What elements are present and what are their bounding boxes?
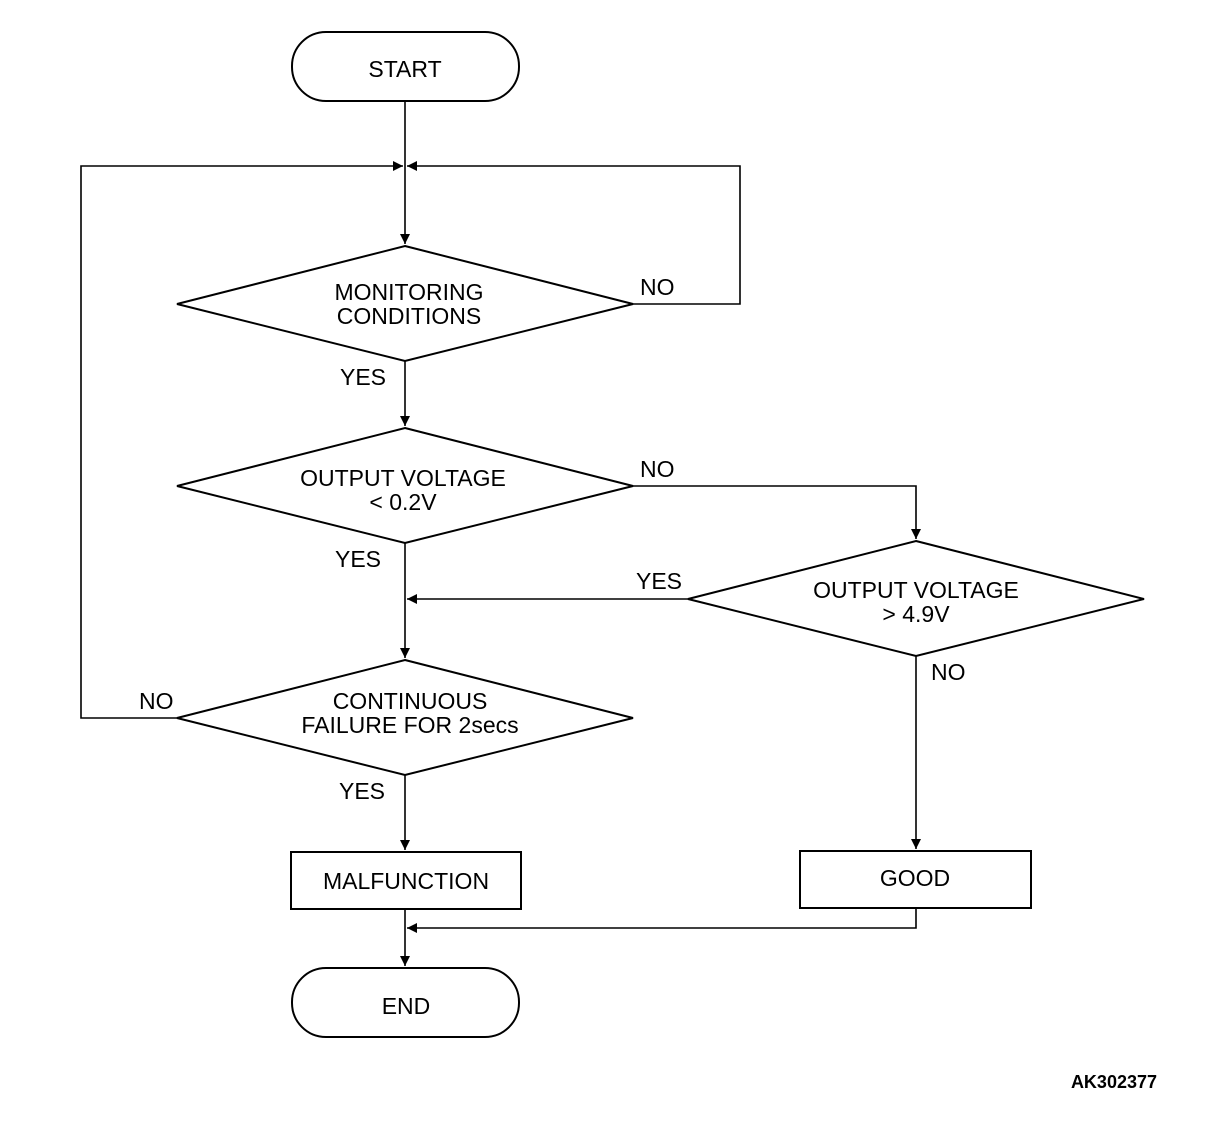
monitoring-yes-label: YES: [340, 364, 386, 390]
start-label: START: [368, 56, 441, 82]
continuous-no-loop-arrow: [80, 161, 403, 719]
output-low-no-label: NO: [640, 456, 675, 482]
monitoring-no-loop-arrow: [407, 161, 741, 305]
output-high-no-label: NO: [931, 659, 966, 685]
malfunction-label: MALFUNCTION: [323, 868, 489, 894]
continuous-label-line1: CONTINUOUS: [333, 688, 488, 714]
output-low-label-line2: < 0.2V: [369, 489, 437, 515]
end-label: END: [382, 993, 431, 1019]
monitoring-label-line1: MONITORING: [334, 279, 483, 305]
continuous-label-line2: FAILURE FOR 2secs: [301, 712, 518, 738]
output-high-label-line1: OUTPUT VOLTAGE: [813, 577, 1019, 603]
output-low-label-line1: OUTPUT VOLTAGE: [300, 465, 506, 491]
output-high-label-line2: > 4.9V: [882, 601, 950, 627]
output-low-no-arrow: [633, 485, 921, 539]
output-high-yes-label: YES: [636, 568, 682, 594]
figure-code: AK302377: [1071, 1072, 1157, 1092]
output-low-yes-label: YES: [335, 546, 381, 572]
continuous-yes-label: YES: [339, 778, 385, 804]
continuous-no-label: NO: [139, 688, 174, 714]
monitoring-label-line2: CONDITIONS: [337, 303, 481, 329]
good-label: GOOD: [880, 865, 950, 891]
good-to-end-arrow: [407, 908, 917, 933]
end-terminator: [291, 967, 520, 1038]
monitoring-no-label: NO: [640, 274, 675, 300]
malfunction-box: [290, 851, 522, 910]
